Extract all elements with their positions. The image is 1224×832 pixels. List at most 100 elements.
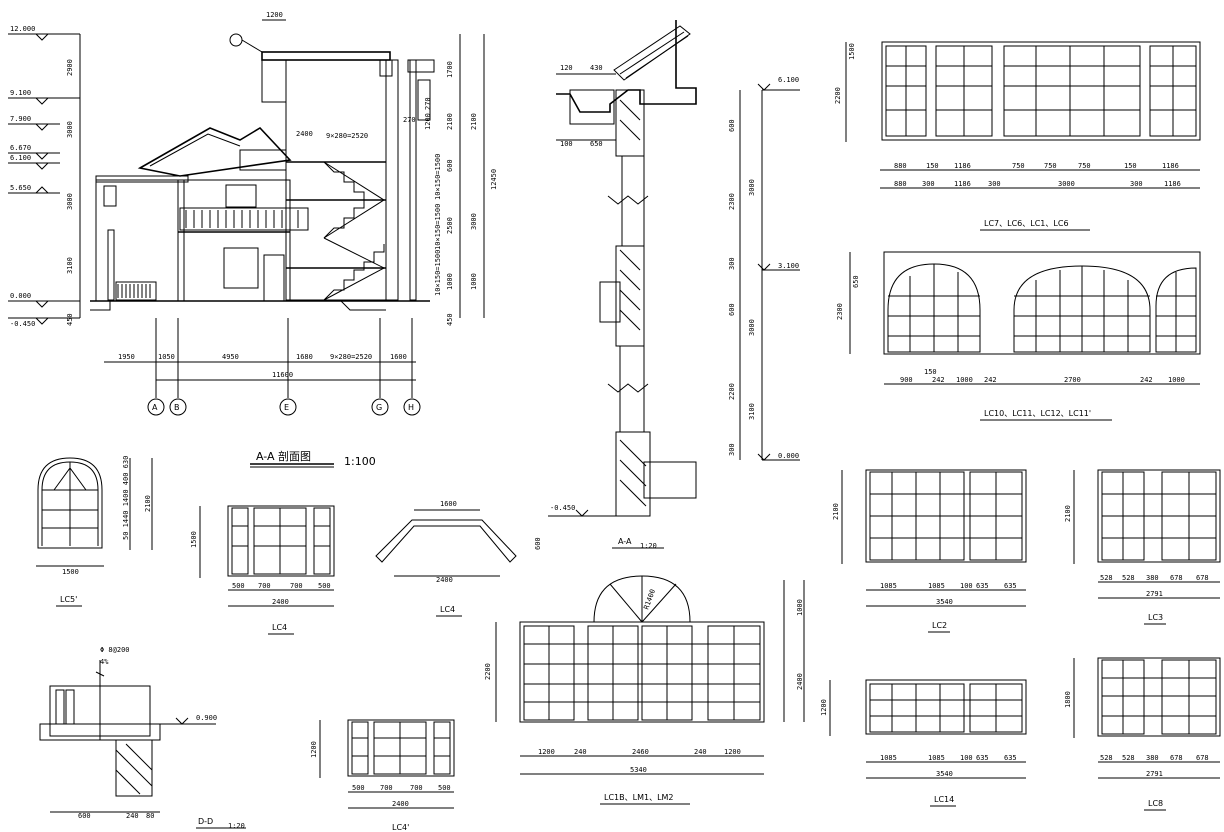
lc10-dim-7: 1000 [1168,376,1185,384]
dim-left-2: 3000 [66,193,74,210]
lc4-dim-1: 700 [258,582,271,590]
lc14-dim-2: 100 [960,754,973,762]
detail-level-0000: 0.000 [778,452,799,460]
lc8-height: 1800 [1064,691,1072,708]
svg-text:1000: 1000 [470,273,478,290]
dd-level: 0.900 [196,714,217,722]
lc2-label: LC2 [932,621,947,630]
lc10-dim-4: 242 [984,376,997,384]
lc2-dim-3: 635 [976,582,989,590]
svg-text:10×150=1500: 10×150=1500 [434,204,442,250]
lc2-dim-4: 635 [1004,582,1017,590]
lc7-height: 2200 [834,87,842,104]
dim-bottom-4: 9×280=2520 [330,353,372,361]
detail-aa: 600 2300 300 600 2200 300 3000 3000 3100… [548,20,800,550]
lc10-dim-5: 2700 [1064,376,1081,384]
level-12000: 12.000 [10,25,35,33]
right-dims: 12450 1700 2100 600 2500 1000 450 2100 3… [296,34,498,326]
svg-text:4%: 4% [100,658,109,666]
detail-level-3100: 3.100 [778,262,799,270]
lc7-r1-6: 150 [1124,162,1137,170]
lc1b-label: LC1B、LM1、LM2 [604,793,674,802]
lc10-dim-0: 900 [900,376,913,384]
lc4-hood-label: LC4 [440,605,455,614]
lc2-elevation: 2100 1085 1085 100 635 635 3540 LC2 [832,469,1027,633]
dd-dim-0: 600 [78,812,91,820]
dd-detail: 0.900 Φ 8@200 4% 600 240 80 D-D 1:20 [39,646,246,830]
detail-dim-1: 2300 [728,193,736,210]
lc7-r2-0: 880 [894,180,907,188]
dim-left-0: 2900 [66,59,74,76]
lc14-dim-3: 635 [976,754,989,762]
level-5650: 5.650 [10,184,31,192]
detail-dim-650: 650 [590,140,603,148]
lc3-dim-1: 528 [1122,574,1135,582]
lc4-label: LC4 [272,623,287,632]
lc8-dim-4: 678 [1196,754,1209,762]
svg-text:3100: 3100 [748,403,756,420]
lc3-label: LC3 [1148,613,1163,622]
lc1b-dim-1: 240 [574,748,587,756]
lc7-r2-3: 300 [988,180,1001,188]
lc7-r2-4: 3000 [1058,180,1075,188]
dim-right-total: 12450 [490,169,498,190]
svg-text:450: 450 [446,313,454,326]
lc10-dim-6: 242 [1140,376,1153,384]
lc1b-dim-3: 240 [694,748,707,756]
axis-e: E [284,403,289,412]
svg-text:2500: 2500 [446,217,454,234]
lc1b-height: 2200 [484,663,492,680]
lc3-dim-4: 678 [1196,574,1209,582]
detail-dim-100: 100 [560,140,573,148]
lc10-label: LC10、LC11、LC12、LC11' [984,409,1091,418]
lc7-r1-5: 750 [1078,162,1091,170]
lc5-label: LC5' [60,595,77,604]
svg-text:1000: 1000 [446,273,454,290]
detail-aa-scale: 1:20 [640,542,657,550]
lc4-hood-top: 1600 [440,500,457,508]
lc4p-dim-2: 700 [410,784,423,792]
lc4-hood: 1600 2400 600 LC4 [375,500,542,617]
lc4p-dim-3: 500 [438,784,451,792]
lc4p-height: 1200 [310,741,318,758]
dim-bottom-3: 1680 [296,353,313,361]
svg-text:2400: 2400 [796,673,804,690]
lc4-dim-2: 700 [290,582,303,590]
lc3-dim-2: 380 [1146,574,1159,582]
lc14-total: 3540 [936,770,953,778]
lc2-dim-2: 100 [960,582,973,590]
lc4-hood-side: 600 [534,537,542,550]
lc4p-dim-1: 700 [380,784,393,792]
lc7-r1-2: 1186 [954,162,971,170]
detail-level-6100: 6.100 [778,76,799,84]
lc14-height: 1200 [820,699,828,716]
dd-dim-1: 240 [126,812,139,820]
level-0000: 0.000 [10,292,31,300]
balustrade-upper [185,210,299,228]
lc10-dim-1: 150 [924,368,937,376]
lc14-dim-0: 1085 [880,754,897,762]
dim-bottom-1: 1050 [158,353,175,361]
building-section: 9×280=2520 1200 [90,11,435,311]
lc7-r2-6: 1186 [1164,180,1181,188]
svg-text:2200: 2200 [728,383,736,400]
lc7-r1-3: 750 [1012,162,1025,170]
roof-tiles [613,25,691,81]
detail-dim-120: 120 [560,64,573,72]
lc3-elevation: 2100 528 528 380 678 678 2791 LC3 [1064,469,1221,625]
dd-title: D-D [198,817,213,826]
lc4p-label: LC4' [392,823,409,832]
detail-dim-0: 600 [728,119,736,132]
svg-text:10×150=1500: 10×150=1500 [434,250,442,296]
svg-text:10×150=1500: 10×150=1500 [434,154,442,200]
lc4p-elevation: 1200 500 700 700 500 2400 LC4' [310,719,455,832]
lc4-total: 2400 [272,598,289,606]
lc4-elevation: 1500 500 700 700 500 2400 LC4 [190,505,335,635]
lc10-elevation: 2300 650 900 150 242 1000 242 2700 242 1… [836,251,1201,421]
lc10-height: 2300 [836,303,844,320]
lc7-elevation: 2200 1500 880 150 1186 750 750 750 150 1… [834,41,1201,231]
lc8-elevation: 1800 528 528 380 678 678 2791 LC8 [1064,657,1221,811]
lc10-height-1: 650 [852,275,860,288]
lc1b-elevation: R1400 2200 1000 2400 1200 240 2460 240 1… [484,575,805,805]
dim-left-4: 450 [66,313,74,326]
